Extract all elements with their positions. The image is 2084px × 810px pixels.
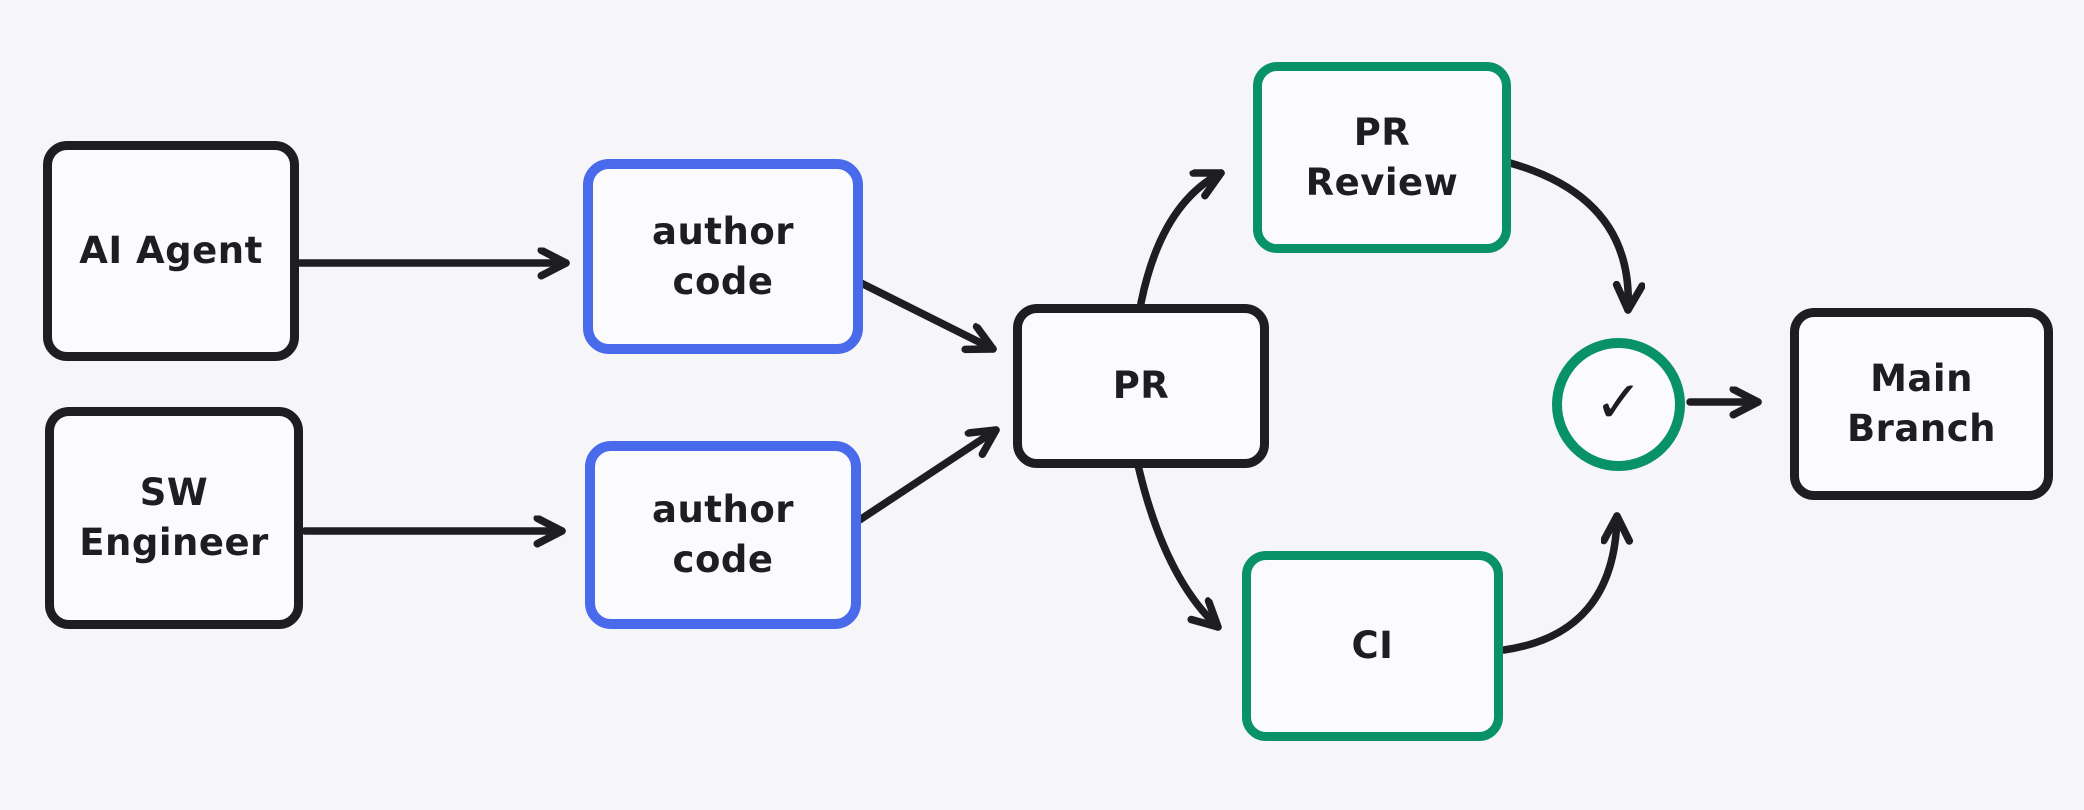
edge-pr-to-pr-review [1137, 169, 1221, 307]
node-pr: PR [1013, 304, 1269, 468]
node-author-code-bottom: author code [585, 441, 861, 629]
node-pr-review: PR Review [1253, 62, 1511, 253]
node-author-code-top-label: author code [651, 209, 794, 303]
node-pr-label: PR [1112, 364, 1170, 408]
node-pr-review-label: PR Review [1305, 110, 1459, 204]
node-ci: CI [1242, 551, 1503, 741]
edge-author-code-top-to-pr [853, 277, 997, 349]
node-main-branch-label: Main Branch [1846, 357, 1997, 450]
node-checks-passed: ✓ [1552, 338, 1685, 471]
node-author-code-top: author code [583, 159, 863, 354]
node-author-code-bottom-label: author code [651, 488, 794, 581]
edge-ci-to-checks [1500, 512, 1617, 654]
edge-pr-to-ci [1134, 461, 1222, 627]
edge-author-code-bottom-to-pr [854, 426, 996, 525]
node-ci-label: CI [1351, 624, 1394, 668]
node-main-branch: Main Branch [1790, 308, 2053, 500]
checkmark-icon: ✓ [1594, 367, 1643, 436]
edge-pr-review-to-checks [1506, 159, 1628, 314]
node-ai-agent: AI Agent [43, 141, 299, 361]
node-sw-engineer: SW Engineer [45, 407, 303, 629]
node-ai-agent-label: AI Agent [79, 229, 263, 273]
node-sw-engineer-label: SW Engineer [79, 471, 269, 564]
